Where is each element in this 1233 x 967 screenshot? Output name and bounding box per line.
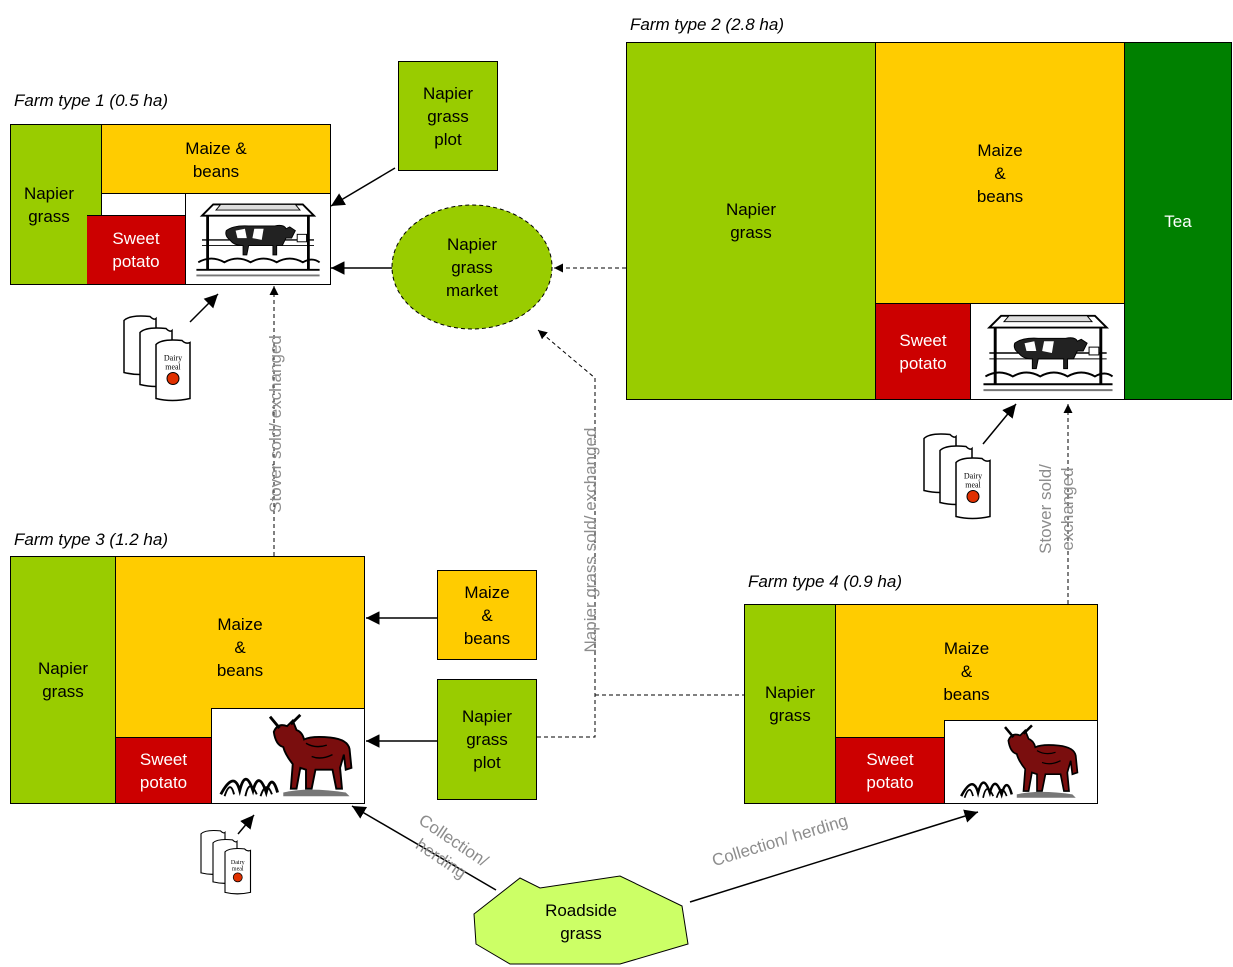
farm4-napier-grass: Napier grass bbox=[744, 604, 836, 804]
farm3-grazing-cow bbox=[211, 708, 365, 804]
label-napier-sold: Napier grass sold/ exchanged bbox=[581, 427, 600, 653]
farm1-cow-shed bbox=[185, 193, 331, 285]
farm1-napier-grass-fill: Napier grass bbox=[10, 124, 87, 285]
cow-grazing-icon bbox=[957, 722, 1085, 802]
dairy-meal-bags-icon bbox=[120, 308, 200, 408]
farm3-sweet-potato: Sweet potato bbox=[115, 737, 212, 804]
arrow-roadside-to-farm3 bbox=[351, 805, 497, 891]
market-label: Napier grass market bbox=[446, 234, 498, 300]
arrow-meal-to-farm1 bbox=[189, 293, 219, 323]
label-stover-farm1: Stover sold/ exchanged bbox=[266, 335, 285, 513]
arrow-roadside-to-farm4 bbox=[689, 809, 979, 903]
farm4-sweet-potato: Sweet potato bbox=[835, 737, 945, 804]
dairy-meal-bags-icon bbox=[198, 826, 258, 898]
napier-grass-plot-top: Napier grass plot bbox=[398, 61, 498, 171]
arrow-meal-to-farm3 bbox=[237, 814, 255, 835]
farm1-maize-beans: Maize & beans bbox=[101, 124, 331, 194]
dairy-meal-bags-icon bbox=[920, 426, 1000, 526]
farm4-title: Farm type 4 (0.9 ha) bbox=[748, 572, 903, 591]
arrow-plot-to-farm1 bbox=[330, 167, 396, 207]
farm4-maize-beans: Maize & beans bbox=[835, 604, 1098, 738]
farm2-cow-shed bbox=[970, 303, 1125, 400]
cow-grazing-icon bbox=[217, 711, 359, 801]
arrow-meal-to-farm2 bbox=[982, 403, 1017, 445]
napier-grass-market bbox=[391, 204, 553, 330]
roadside-grass-shape bbox=[473, 875, 689, 965]
maize-beans-box: Maize & beans bbox=[437, 570, 537, 660]
farm2-sweet-potato: Sweet potato bbox=[875, 303, 971, 400]
farm3-maize-beans: Maize & beans bbox=[115, 556, 365, 738]
farm1-title: Farm type 1 (0.5 ha) bbox=[14, 91, 169, 110]
farm2-tea: Tea bbox=[1124, 42, 1232, 400]
farm2-napier-grass: Napier grass bbox=[626, 42, 876, 400]
farm3-napier-grass: Napier grass bbox=[10, 556, 116, 804]
farm3-title: Farm type 3 (1.2 ha) bbox=[14, 530, 169, 549]
farm2-maize-beans: Maize & beans bbox=[875, 42, 1125, 304]
farm4-grazing-cow bbox=[944, 720, 1098, 804]
farm1-sweet-potato: Sweet potato bbox=[86, 215, 186, 285]
cow-shed-icon bbox=[978, 308, 1118, 396]
roadside-grass-label: Roadside grass bbox=[545, 901, 617, 943]
cow-shed-icon bbox=[191, 197, 325, 281]
napier-grass-plot-mid: Napier grass plot bbox=[437, 679, 537, 800]
label-stover-farm2: Stover sold/ exchanged bbox=[1036, 464, 1077, 554]
dashed-plot-to-market bbox=[537, 329, 596, 738]
farm2-title: Farm type 2 (2.8 ha) bbox=[630, 15, 785, 34]
